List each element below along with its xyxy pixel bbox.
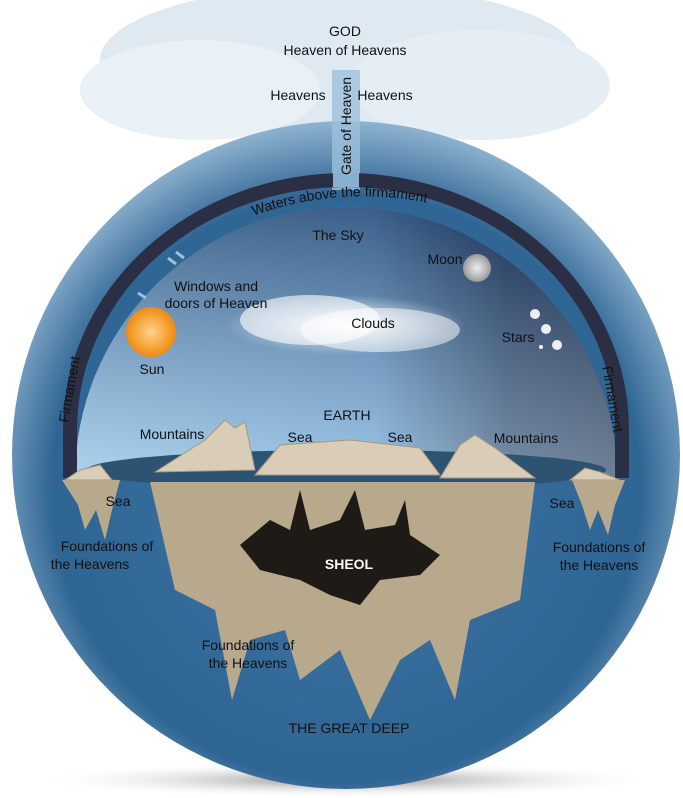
label-foundations-left-2: the Heavens xyxy=(51,556,130,572)
gate-of-heaven-column xyxy=(332,70,360,190)
heaven-clouds xyxy=(80,0,610,140)
label-earth: EARTH xyxy=(323,407,370,423)
sheol-cavern xyxy=(240,490,440,605)
label-the-sky: The Sky xyxy=(312,227,363,243)
label-sea-center-left: Sea xyxy=(288,429,313,445)
label-gate-of-heaven: Gate of Heaven xyxy=(338,77,354,175)
label-foundations-center-2: the Heavens xyxy=(209,655,288,671)
label-foundations-center-1: Foundations of xyxy=(202,637,295,653)
label-stars: Stars xyxy=(502,329,535,345)
label-sea-center-right: Sea xyxy=(388,429,413,445)
label-windows-2: doors of Heaven xyxy=(165,295,268,311)
label-clouds: Clouds xyxy=(351,315,395,331)
sun-icon xyxy=(126,307,176,357)
label-sun: Sun xyxy=(140,361,165,377)
clouds-icon xyxy=(225,295,465,355)
label-god: GOD xyxy=(329,23,361,39)
label-windows-1: Windows and xyxy=(174,278,258,294)
moon-icon xyxy=(463,254,491,282)
windows-of-heaven xyxy=(137,250,185,300)
label-sea-left: Sea xyxy=(106,493,131,509)
label-moon: Moon xyxy=(427,251,462,267)
label-great-deep: THE GREAT DEEP xyxy=(289,720,410,736)
stars-icon xyxy=(530,309,562,350)
label-foundations-right-2: the Heavens xyxy=(560,557,639,573)
label-heavens-right: Heavens xyxy=(357,87,412,103)
label-foundations-left-1: Foundations of xyxy=(61,538,154,554)
mountains xyxy=(63,419,621,481)
label-heavens-left: Heavens xyxy=(270,87,325,103)
label-sea-right: Sea xyxy=(550,495,575,511)
label-sheol: SHEOL xyxy=(325,556,374,572)
label-heaven-of-heavens: Heaven of Heavens xyxy=(284,42,407,58)
label-mountains-left: Mountains xyxy=(140,426,205,442)
label-mountains-right: Mountains xyxy=(494,430,559,446)
gate-opening xyxy=(333,173,359,187)
label-foundations-right-1: Foundations of xyxy=(553,539,646,555)
